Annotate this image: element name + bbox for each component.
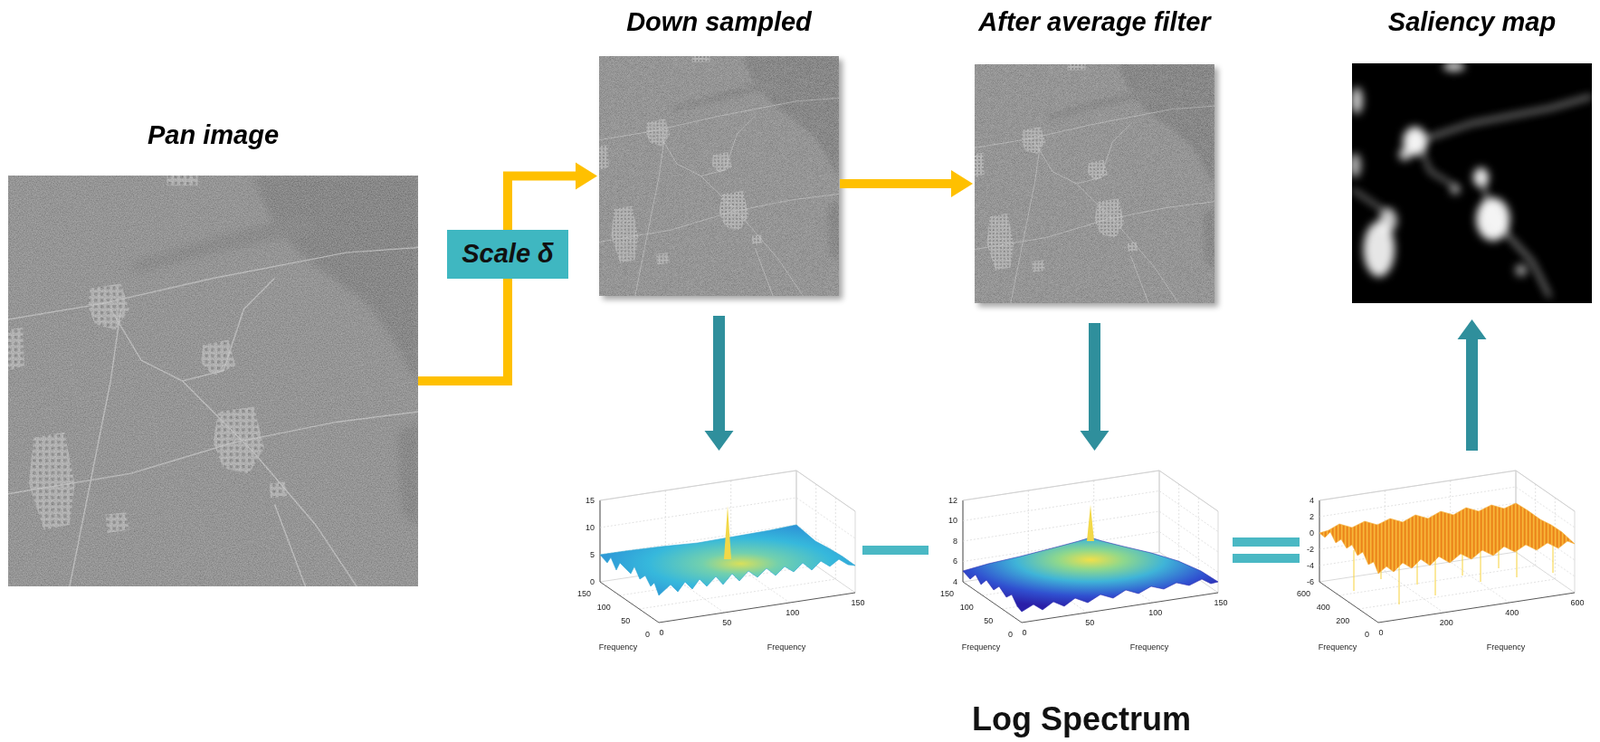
tick-label: 6 (952, 556, 958, 567)
spectrum-surface (962, 470, 1219, 623)
panel-title: Saliency map (1388, 7, 1556, 38)
arrow-head (951, 170, 973, 198)
equals-operator (1232, 537, 1300, 563)
arrow-shaft (839, 179, 953, 189)
arrow-head (704, 430, 734, 451)
axis-label: Frequency (961, 642, 1001, 653)
arrow-head (1080, 430, 1110, 451)
tick-label: 150 (577, 589, 591, 600)
spectrum-plot: 420-2-4-660040020000200400600FrequencyFr… (1290, 468, 1590, 659)
panel-title: After average filter (978, 7, 1210, 38)
tick-label: 200 (1335, 616, 1350, 627)
arrow-head (575, 162, 598, 191)
pan-image (8, 175, 419, 587)
tick-label: 4 (1309, 495, 1315, 506)
tick-label: 0 (590, 577, 595, 588)
tick-label: 0 (1378, 628, 1383, 639)
tick-label: -6 (1306, 577, 1315, 588)
arrow-shaft (418, 176, 578, 382)
tick-label: 10 (948, 515, 958, 526)
image-panel: Pan image (8, 175, 419, 587)
tick-label: 400 (1504, 608, 1519, 619)
spectrum-plot: 1210864150100500050100150FrequencyFreque… (933, 468, 1233, 659)
axis-label: Frequency (599, 642, 639, 653)
tick-label: 150 (1213, 598, 1228, 609)
image-panel: Down sampled (599, 56, 839, 296)
tick-label: 600 (1570, 598, 1584, 609)
tick-label: 50 (722, 618, 732, 629)
flow-arrow (418, 162, 598, 382)
tick-label: 50 (1085, 618, 1095, 629)
tick-label: 100 (960, 602, 974, 613)
arrow-shaft (1466, 337, 1478, 451)
tick-label: 15 (585, 495, 595, 506)
flow-arrow (839, 170, 973, 198)
flow-arrow (1080, 323, 1110, 451)
image-panel: After average filter (974, 64, 1215, 304)
tick-label: 200 (1439, 618, 1454, 629)
flow-arrow (704, 315, 734, 451)
tick-label: 2 (1309, 512, 1315, 523)
tick-label: 0 (1364, 629, 1370, 640)
tick-label: 10 (585, 523, 595, 534)
edge-label: Scale δ (447, 229, 569, 278)
panel-title: Down sampled (626, 7, 812, 38)
tick-label: 12 (948, 495, 958, 506)
tick-label: 50 (983, 616, 993, 627)
tick-label: 5 (590, 550, 595, 561)
arrow-shaft (1088, 323, 1101, 433)
tick-label: 0 (645, 629, 650, 640)
tick-label: 4 (952, 577, 958, 588)
spectrum-surface (1319, 470, 1575, 623)
axis-label: Frequency (1486, 642, 1526, 653)
tick-label: 0 (1309, 528, 1315, 539)
image-panel: Saliency map (1352, 63, 1592, 304)
tick-label: 100 (597, 602, 611, 613)
tick-label: 0 (1021, 628, 1027, 639)
axis-label: Frequency (1130, 642, 1170, 653)
tick-label: 0 (1008, 629, 1013, 640)
flow-arrow (1457, 319, 1487, 451)
tick-label: 8 (952, 536, 958, 547)
tick-label: 100 (785, 608, 800, 619)
tick-label: -4 (1306, 561, 1315, 572)
downsampled-image (599, 56, 839, 296)
tick-label: 400 (1316, 602, 1331, 613)
filtered-image (974, 64, 1215, 304)
minus-operator (862, 545, 929, 555)
row-caption: Log Spectrum (971, 701, 1191, 738)
panel-title: Pan image (147, 120, 279, 151)
spectrum-plot: 151050150100500050100150FrequencyFrequen… (571, 468, 870, 659)
tick-label: 0 (658, 628, 664, 639)
axis-label: Frequency (1318, 642, 1358, 653)
tick-label: -2 (1306, 544, 1315, 555)
tick-label: 50 (620, 616, 630, 627)
tick-label: 100 (1148, 608, 1162, 619)
arrow-shaft (713, 315, 725, 433)
tick-label: 150 (940, 589, 954, 600)
saliency-image (1349, 61, 1592, 304)
arrow-head (1457, 319, 1487, 340)
axis-label: Frequency (767, 642, 807, 653)
tick-label: 600 (1296, 589, 1311, 600)
tick-label: 150 (850, 598, 865, 609)
spectrum-surface (600, 470, 856, 623)
